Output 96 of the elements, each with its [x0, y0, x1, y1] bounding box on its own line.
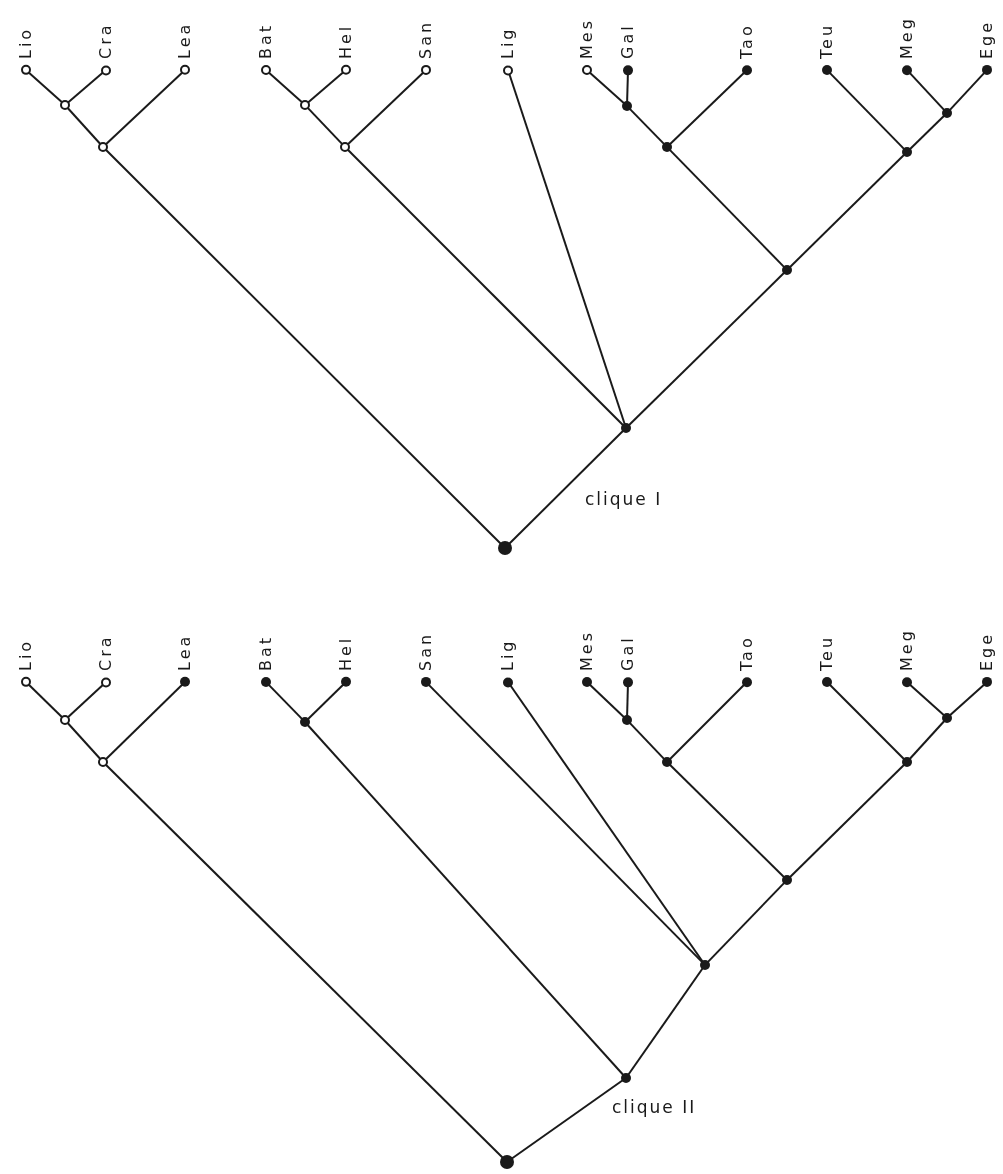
taxon-label: Lea	[177, 633, 193, 671]
branch-node	[782, 265, 792, 275]
branch-node	[662, 757, 672, 767]
branch-line	[588, 71, 626, 105]
branch-node	[300, 100, 310, 110]
branch-node	[500, 1155, 514, 1169]
branch-node	[60, 100, 70, 110]
taxon-label: San	[418, 631, 434, 671]
branch-line	[27, 683, 64, 719]
taxon-label: Gal	[620, 635, 636, 671]
taxon-label: Tao	[739, 23, 755, 59]
branch-line	[788, 153, 906, 269]
branch-line	[788, 763, 906, 879]
branch-line	[307, 71, 344, 104]
branch-node	[498, 541, 512, 555]
branch-line	[948, 71, 986, 112]
taxon-label: Gal	[620, 23, 636, 59]
taxon-label: Teu	[819, 634, 835, 671]
branch-line	[104, 763, 504, 1159]
branch-line	[668, 148, 786, 269]
branch-line	[668, 683, 746, 761]
branch-line	[908, 71, 946, 112]
branch-line	[267, 683, 304, 721]
taxon-label: Mes	[579, 630, 595, 671]
taxon-label: Lea	[177, 21, 193, 59]
taxon-label: Bat	[258, 22, 274, 59]
taxon-label: Ege	[979, 631, 995, 671]
branch-line	[908, 719, 946, 761]
branch-line	[668, 71, 746, 146]
branch-line	[66, 106, 102, 146]
branch-line	[668, 763, 786, 879]
branch-line	[627, 967, 704, 1076]
branch-node	[662, 142, 672, 152]
taxon-label: Hel	[338, 23, 354, 59]
branch-line	[427, 683, 704, 964]
taxon-label: Mes	[579, 18, 595, 59]
branch-line	[508, 72, 626, 426]
branch-node	[902, 147, 912, 157]
branch-line	[626, 685, 629, 717]
branch-line	[626, 73, 629, 103]
taxon-label: Cra	[98, 634, 114, 671]
branch-line	[346, 71, 425, 146]
branch-node	[782, 875, 792, 885]
branch-line	[509, 684, 704, 963]
branch-line	[510, 1079, 624, 1160]
tree-caption: clique II	[612, 1096, 697, 1119]
branch-line	[706, 881, 786, 964]
branch-node	[98, 142, 108, 152]
tree-caption: clique I	[585, 488, 663, 511]
branch-line	[908, 683, 946, 717]
branch-line	[28, 71, 63, 104]
branch-node	[622, 101, 632, 111]
taxon-label: San	[418, 19, 434, 59]
branch-line	[306, 106, 344, 146]
taxon-label: Tao	[739, 635, 755, 671]
branch-line	[588, 683, 626, 719]
taxon-label: Meg	[899, 16, 915, 59]
branch-node	[621, 423, 631, 433]
branch-line	[948, 683, 986, 717]
branch-line	[104, 71, 184, 146]
branch-line	[66, 683, 105, 719]
branch-node	[622, 715, 632, 725]
taxon-label: Lig	[500, 26, 516, 59]
taxon-label: Lio	[18, 26, 34, 59]
branch-line	[908, 114, 946, 151]
taxon-label: Ege	[979, 19, 995, 59]
branch-node	[98, 757, 108, 767]
branch-node	[700, 960, 710, 970]
branch-node	[60, 715, 70, 725]
branch-line	[104, 683, 184, 761]
branch-node	[340, 142, 350, 152]
taxon-label: Teu	[819, 22, 835, 59]
branch-line	[268, 71, 303, 104]
taxon-label: Meg	[899, 628, 915, 671]
branch-node	[942, 108, 952, 118]
branch-node	[300, 717, 310, 727]
branch-line	[508, 429, 625, 545]
branch-node	[621, 1073, 631, 1083]
branch-line	[104, 148, 502, 545]
branch-line	[306, 683, 345, 721]
branch-line	[306, 723, 625, 1077]
taxon-label: Lig	[500, 638, 516, 671]
branch-node	[942, 713, 952, 723]
branch-node	[902, 757, 912, 767]
branch-line	[346, 148, 625, 427]
branch-line	[66, 721, 102, 761]
branch-line	[628, 721, 666, 761]
taxon-label: Bat	[258, 634, 274, 671]
branch-line	[627, 271, 786, 427]
branch-line	[828, 71, 906, 151]
branch-line	[628, 107, 666, 146]
taxon-label: Cra	[98, 22, 114, 59]
taxon-label: Hel	[338, 635, 354, 671]
branch-line	[828, 683, 906, 761]
taxon-label: Lio	[18, 638, 34, 671]
branch-line	[67, 71, 104, 104]
